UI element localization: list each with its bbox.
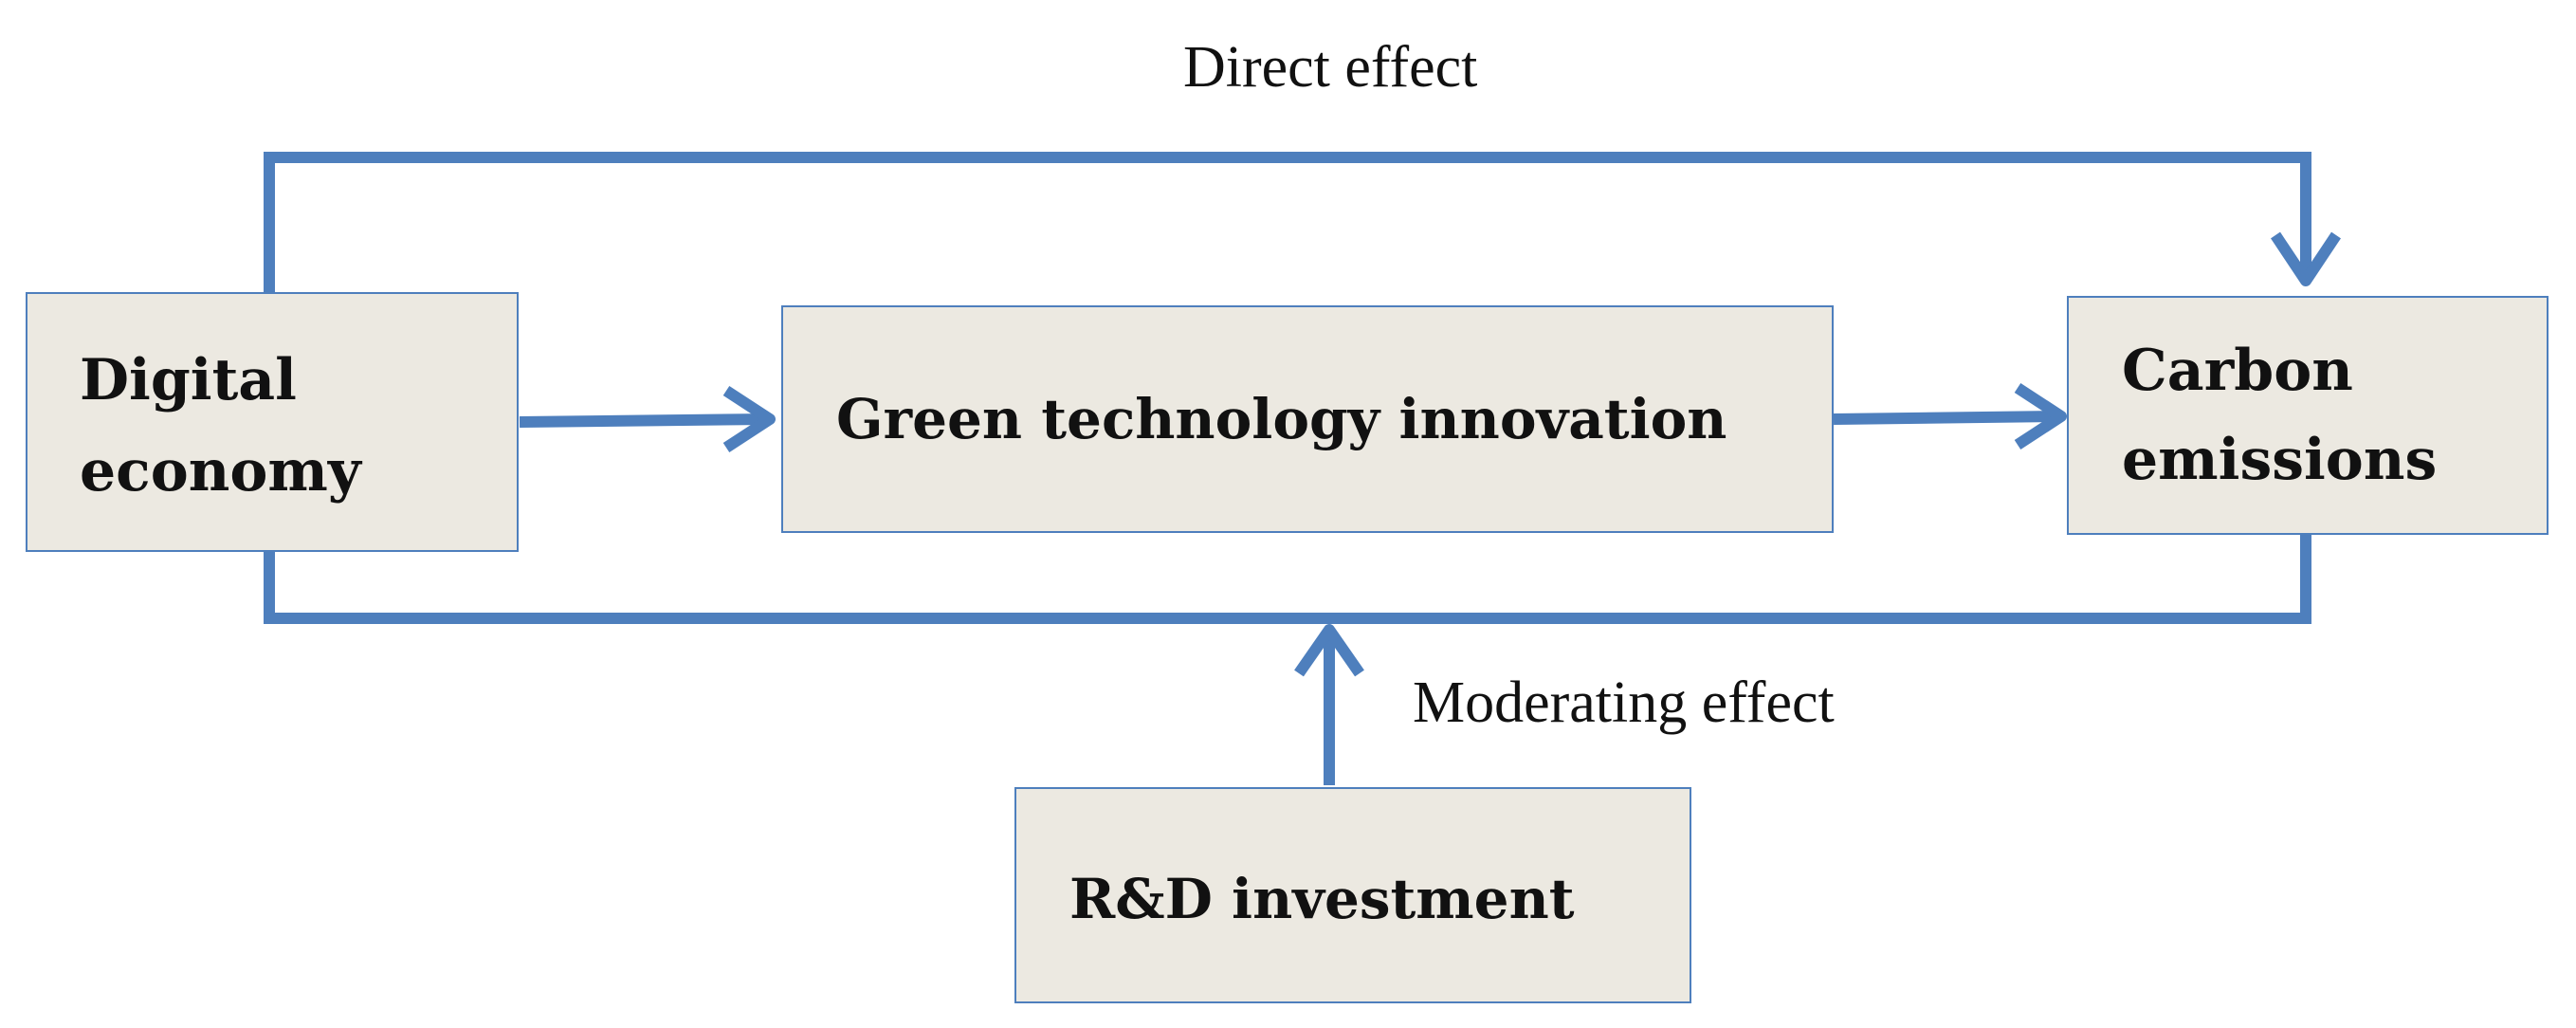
green-to-carbon-arrow-line [1833, 411, 2060, 425]
rd-to-path-arrowhead [1294, 624, 1364, 677]
green-to-carbon-arrowhead [2014, 382, 2067, 450]
direct-effect-path [264, 152, 2311, 292]
digital-economy-label-line2: economy [80, 438, 361, 505]
green-tech-label: Green technology innovation [836, 387, 1727, 451]
rd-investment-box: R&D investment [1014, 787, 1691, 1003]
carbon-emissions-label-line2: emissions [2122, 427, 2438, 493]
digital-economy-box: Digital economy [26, 292, 519, 552]
moderating-path [264, 527, 2311, 624]
carbon-emissions-label-line1: Carbon [2122, 338, 2353, 404]
digital-economy-label-line1: Digital [80, 347, 297, 413]
rd-investment-label: R&D investment [1069, 867, 1575, 931]
carbon-emissions-box: Carbon emissions [2067, 296, 2549, 535]
digital-to-green-arrow-line [519, 413, 769, 428]
green-tech-box: Green technology innovation [781, 305, 1834, 533]
digital-to-green-arrowhead [722, 385, 776, 453]
direct-effect-arrowhead [2271, 231, 2341, 286]
moderating-effect-label: Moderating effect [1413, 670, 1835, 735]
direct-effect-label: Direct effect [1183, 35, 1478, 100]
